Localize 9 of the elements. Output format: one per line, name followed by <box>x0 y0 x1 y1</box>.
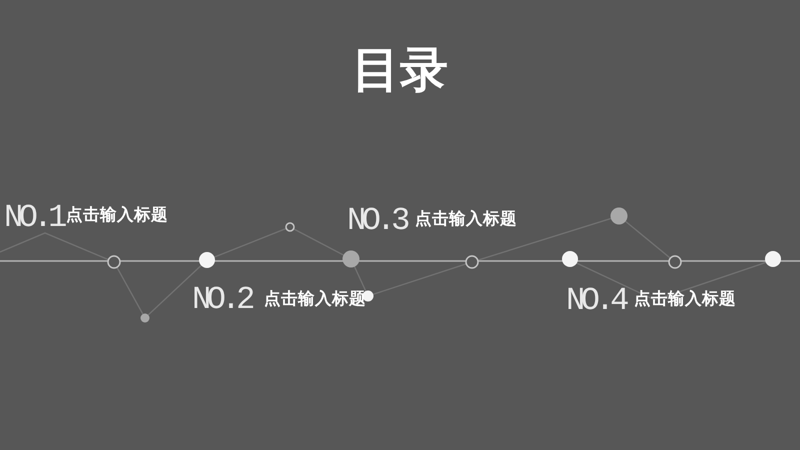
section-number: NO.2 <box>192 284 251 316</box>
section-number: NO.1 <box>4 202 63 234</box>
section-number: NO.3 <box>347 205 406 237</box>
title: 目录 <box>352 46 448 94</box>
section-heading: 点击输入标题 <box>415 211 517 228</box>
section-number: NO.4 <box>566 285 625 317</box>
section-heading: 点击输入标题 <box>634 291 736 308</box>
section-heading: 点击输入标题 <box>264 291 366 308</box>
section-heading: 点击输入标题 <box>66 207 168 224</box>
